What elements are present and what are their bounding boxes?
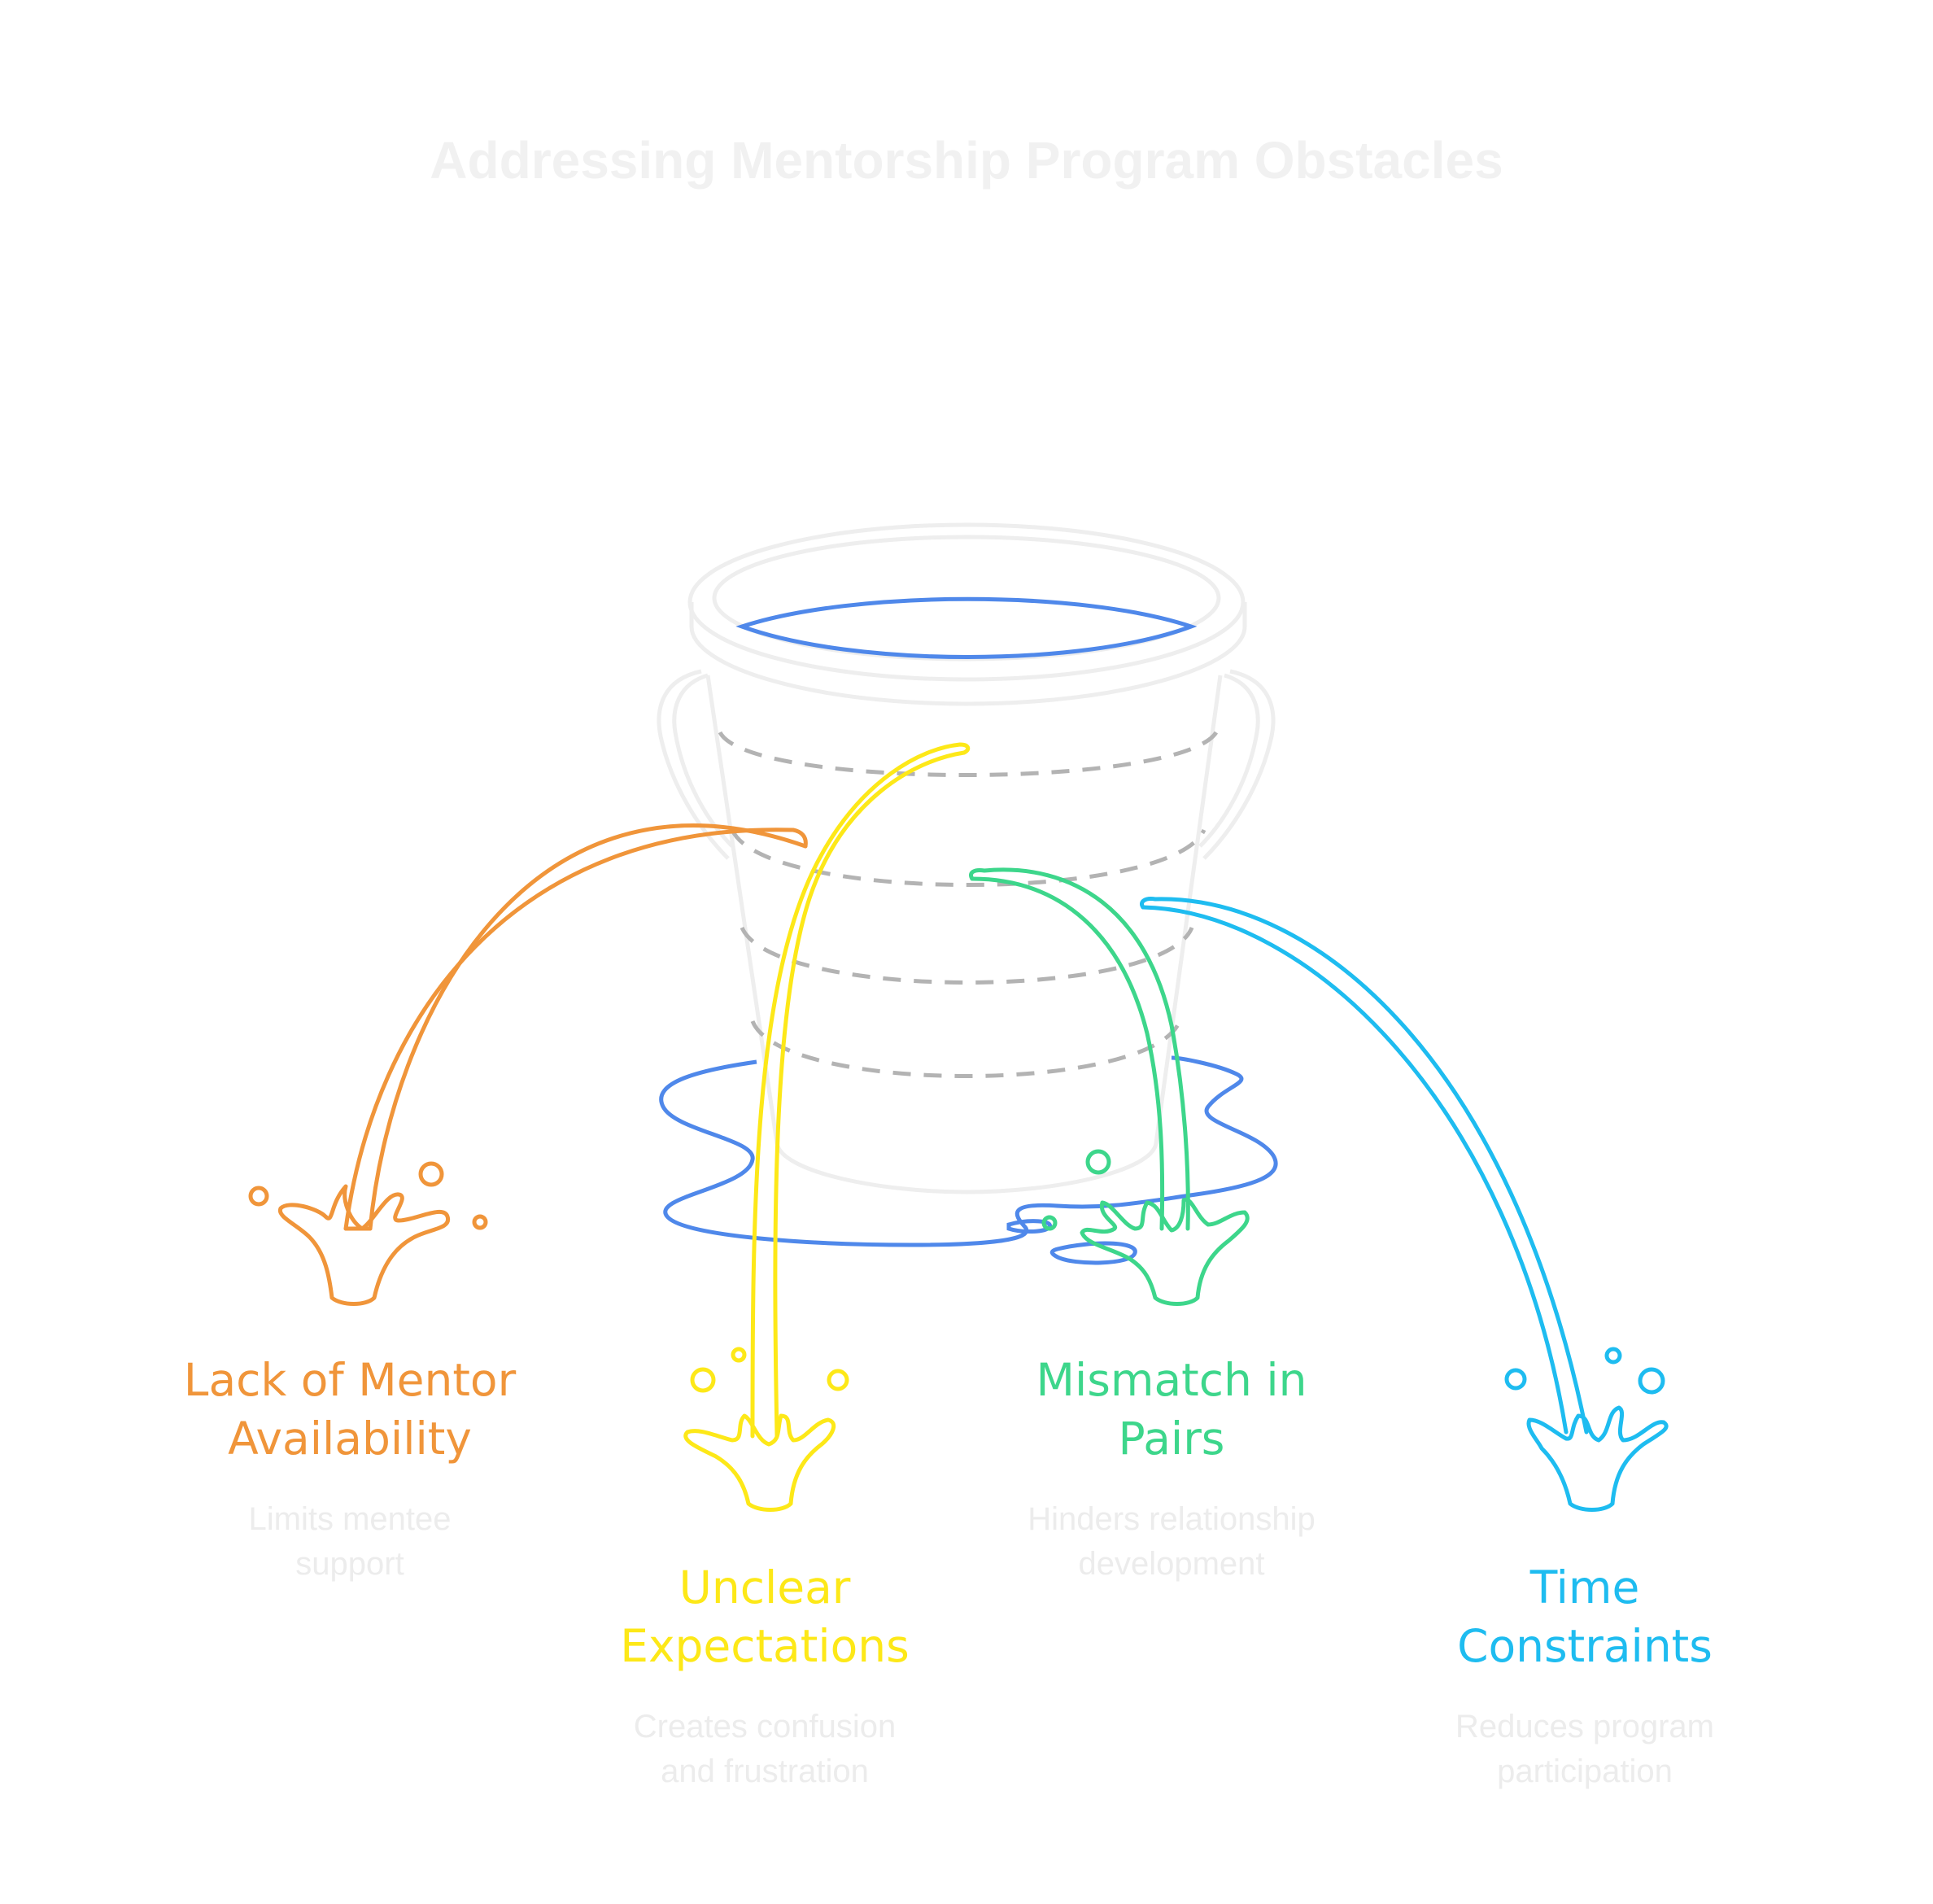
yellow-leak-stream <box>750 742 971 1439</box>
green-leak-stream <box>969 867 1190 1231</box>
obstacle-description-mentor-availability: Limits mentee support <box>248 1501 452 1582</box>
cyan-splash-icon <box>1504 1347 1669 1512</box>
green-splash-icon <box>1041 1149 1250 1306</box>
cyan-leak-stream <box>1140 897 1589 1435</box>
page-title: Addressing Mentorship Program Obstacles <box>430 131 1503 190</box>
obstacle-label-mentor-availability: Lack of Mentor Availability <box>183 1354 517 1465</box>
water-surface-icon <box>735 596 1198 659</box>
obstacle-label-unclear-expectations: Unclear Expectations <box>620 1561 910 1672</box>
obstacle-label-time-constraints: Time Constraints <box>1457 1561 1713 1672</box>
orange-leak-stream <box>343 823 808 1231</box>
obstacle-label-mismatch-in-pairs: Mismatch in Pairs <box>1036 1354 1307 1465</box>
obstacle-description-time-constraints: Reduces program participation <box>1455 1709 1714 1789</box>
obstacle-description-mismatch-in-pairs: Hinders relationship development <box>1028 1501 1316 1582</box>
orange-splash-icon <box>248 1161 488 1306</box>
obstacle-description-unclear-expectations: Creates confusion and frustration <box>633 1709 897 1789</box>
yellow-splash-icon <box>683 1347 849 1512</box>
bucket-icon <box>657 522 1276 1194</box>
